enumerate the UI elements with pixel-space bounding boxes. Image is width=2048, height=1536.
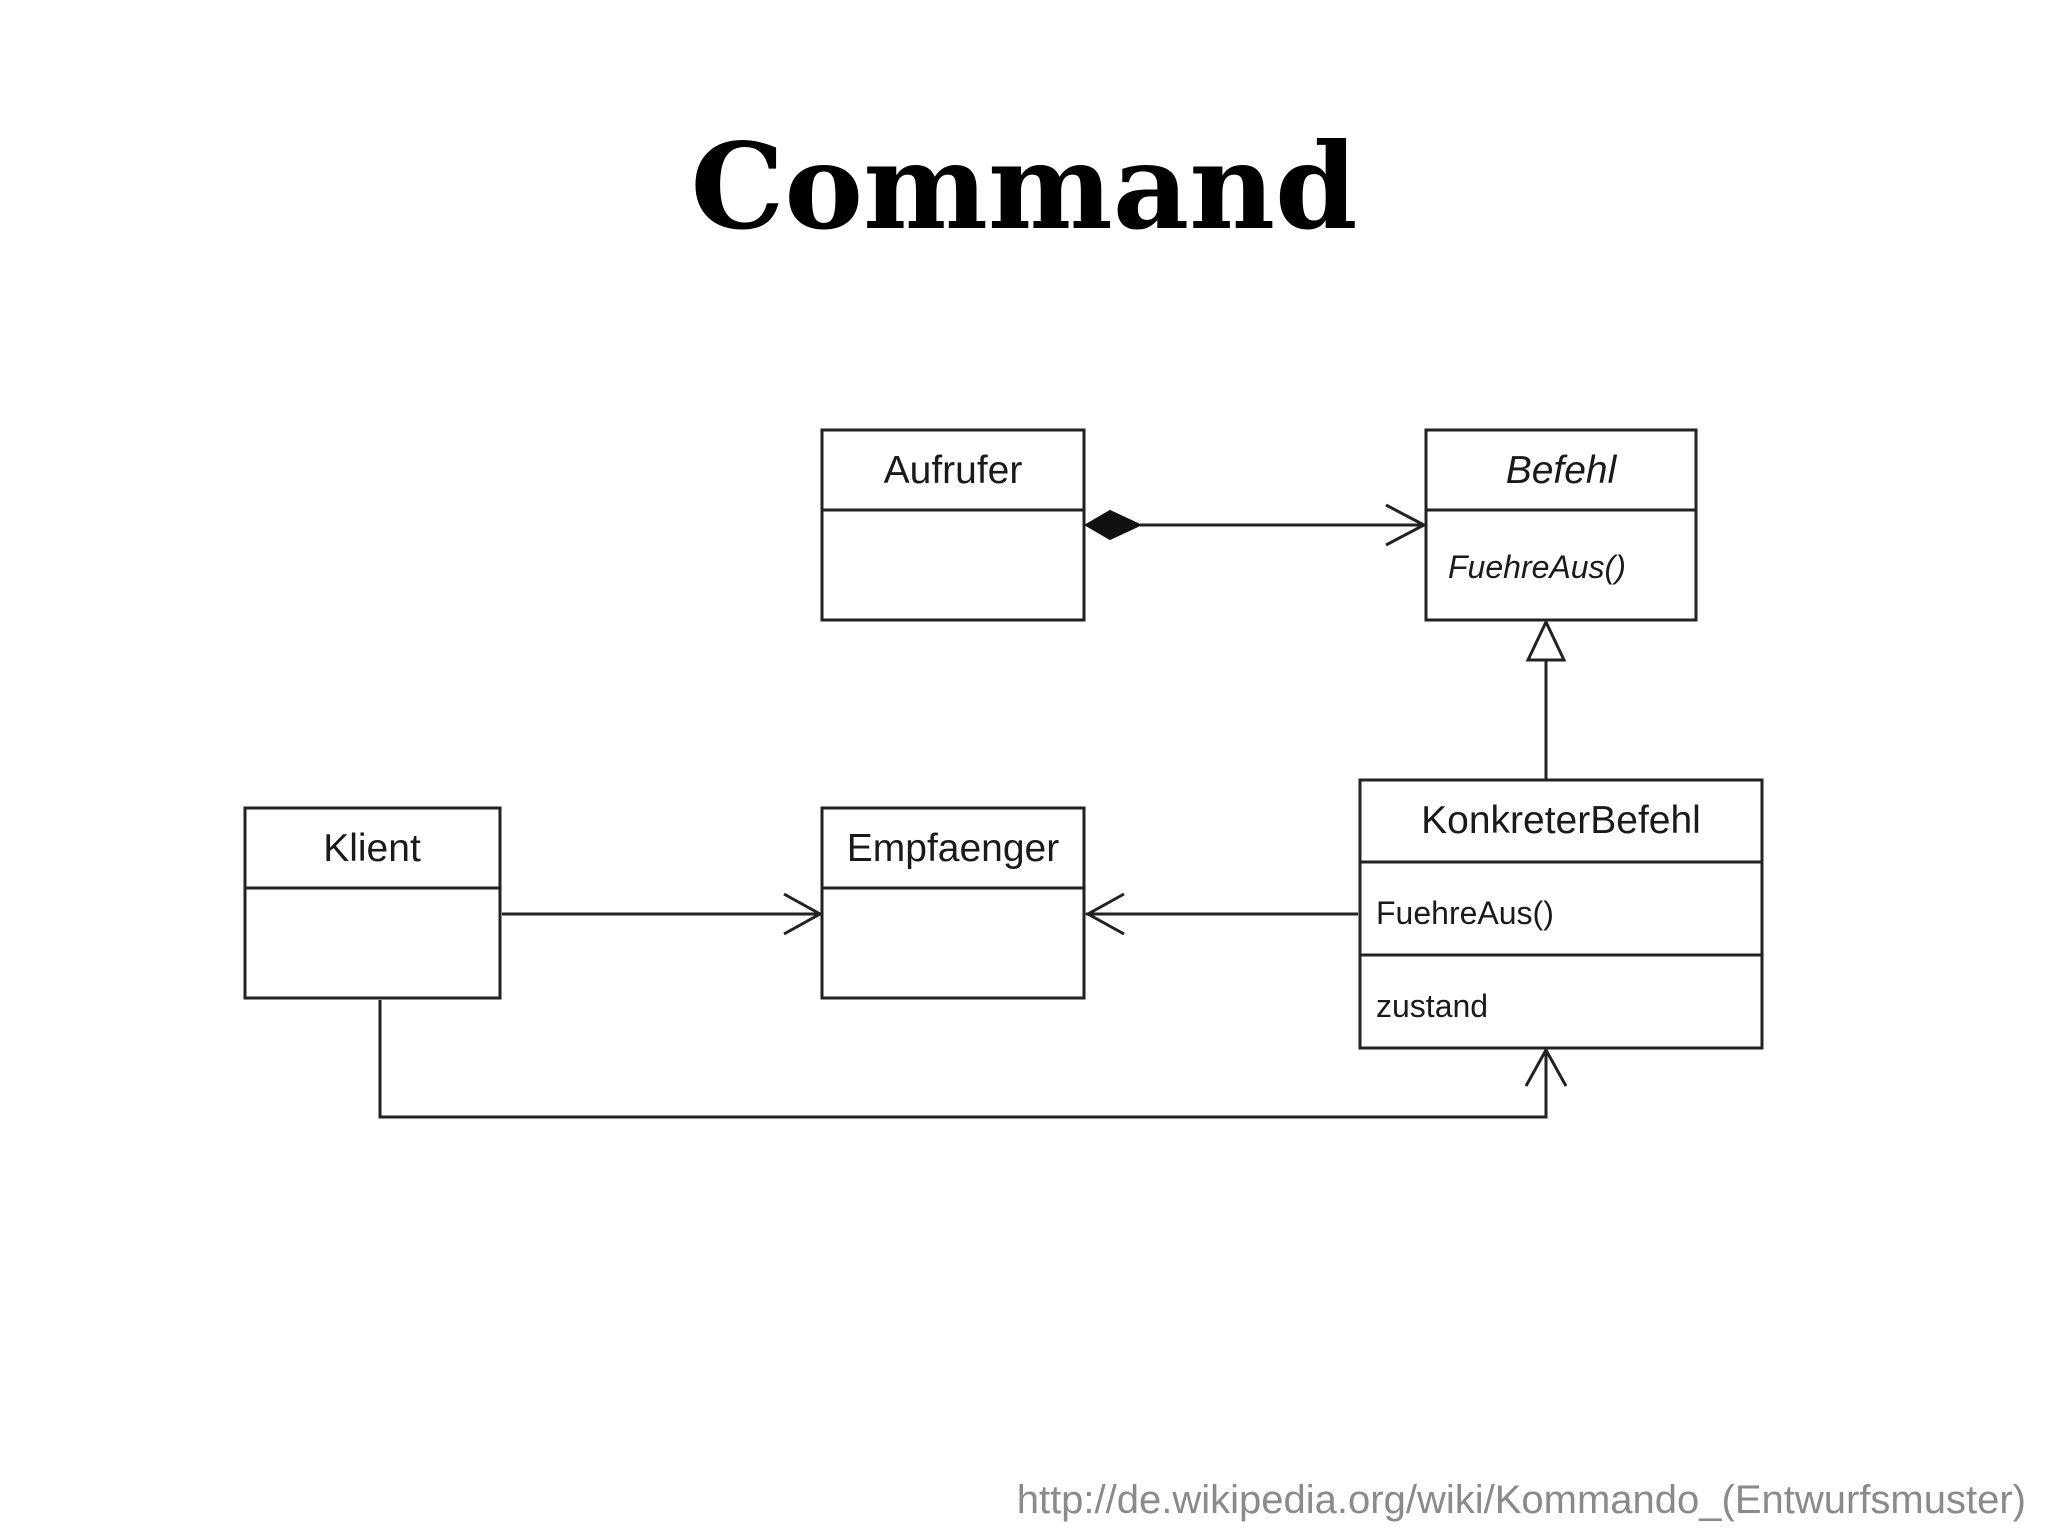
class-befehl: Befehl FuehreAus() — [1424, 428, 1698, 622]
attribute-zustand: zustand — [1376, 988, 1488, 1024]
class-name-befehl: Befehl — [1506, 449, 1618, 492]
method-konkreter-befehl-fuehreaus: FuehreAus() — [1376, 895, 1554, 931]
composition-diamond-icon — [1084, 509, 1143, 541]
open-arrowhead-icon — [1385, 503, 1428, 547]
class-name-empfaenger: Empfaenger — [847, 827, 1059, 870]
class-klient: Klient — [243, 806, 502, 1000]
relation-association-konkreter-befehl-empfaenger — [1084, 892, 1358, 936]
open-arrowhead-icon — [783, 892, 824, 936]
class-name-aufrufer: Aufrufer — [884, 449, 1023, 492]
source-url: http://de.wikipedia.org/wiki/Kommando_(E… — [1016, 1478, 2026, 1522]
relation-composition-aufrufer-befehl — [1084, 503, 1428, 547]
relation-association-klient-empfaenger — [502, 892, 824, 936]
open-arrowhead-icon — [1524, 1046, 1568, 1087]
method-befehl-fuehreaus: FuehreAus() — [1448, 549, 1626, 585]
class-konkreter-befehl: KonkreterBefehl FuehreAus() zustand — [1358, 778, 1764, 1050]
class-aufrufer: Aufrufer — [820, 428, 1086, 622]
slide-title: Command — [690, 117, 1358, 256]
class-empfaenger: Empfaenger — [820, 806, 1086, 1000]
class-name-konkreter-befehl: KonkreterBefehl — [1421, 799, 1701, 842]
inheritance-triangle-icon — [1525, 618, 1567, 662]
relation-generalization-konkreter-befehl-befehl — [1525, 618, 1567, 779]
open-arrowhead-icon — [1084, 892, 1125, 936]
relation-association-klient-konkreter-befehl — [378, 1000, 1568, 1119]
class-name-klient: Klient — [323, 827, 421, 870]
